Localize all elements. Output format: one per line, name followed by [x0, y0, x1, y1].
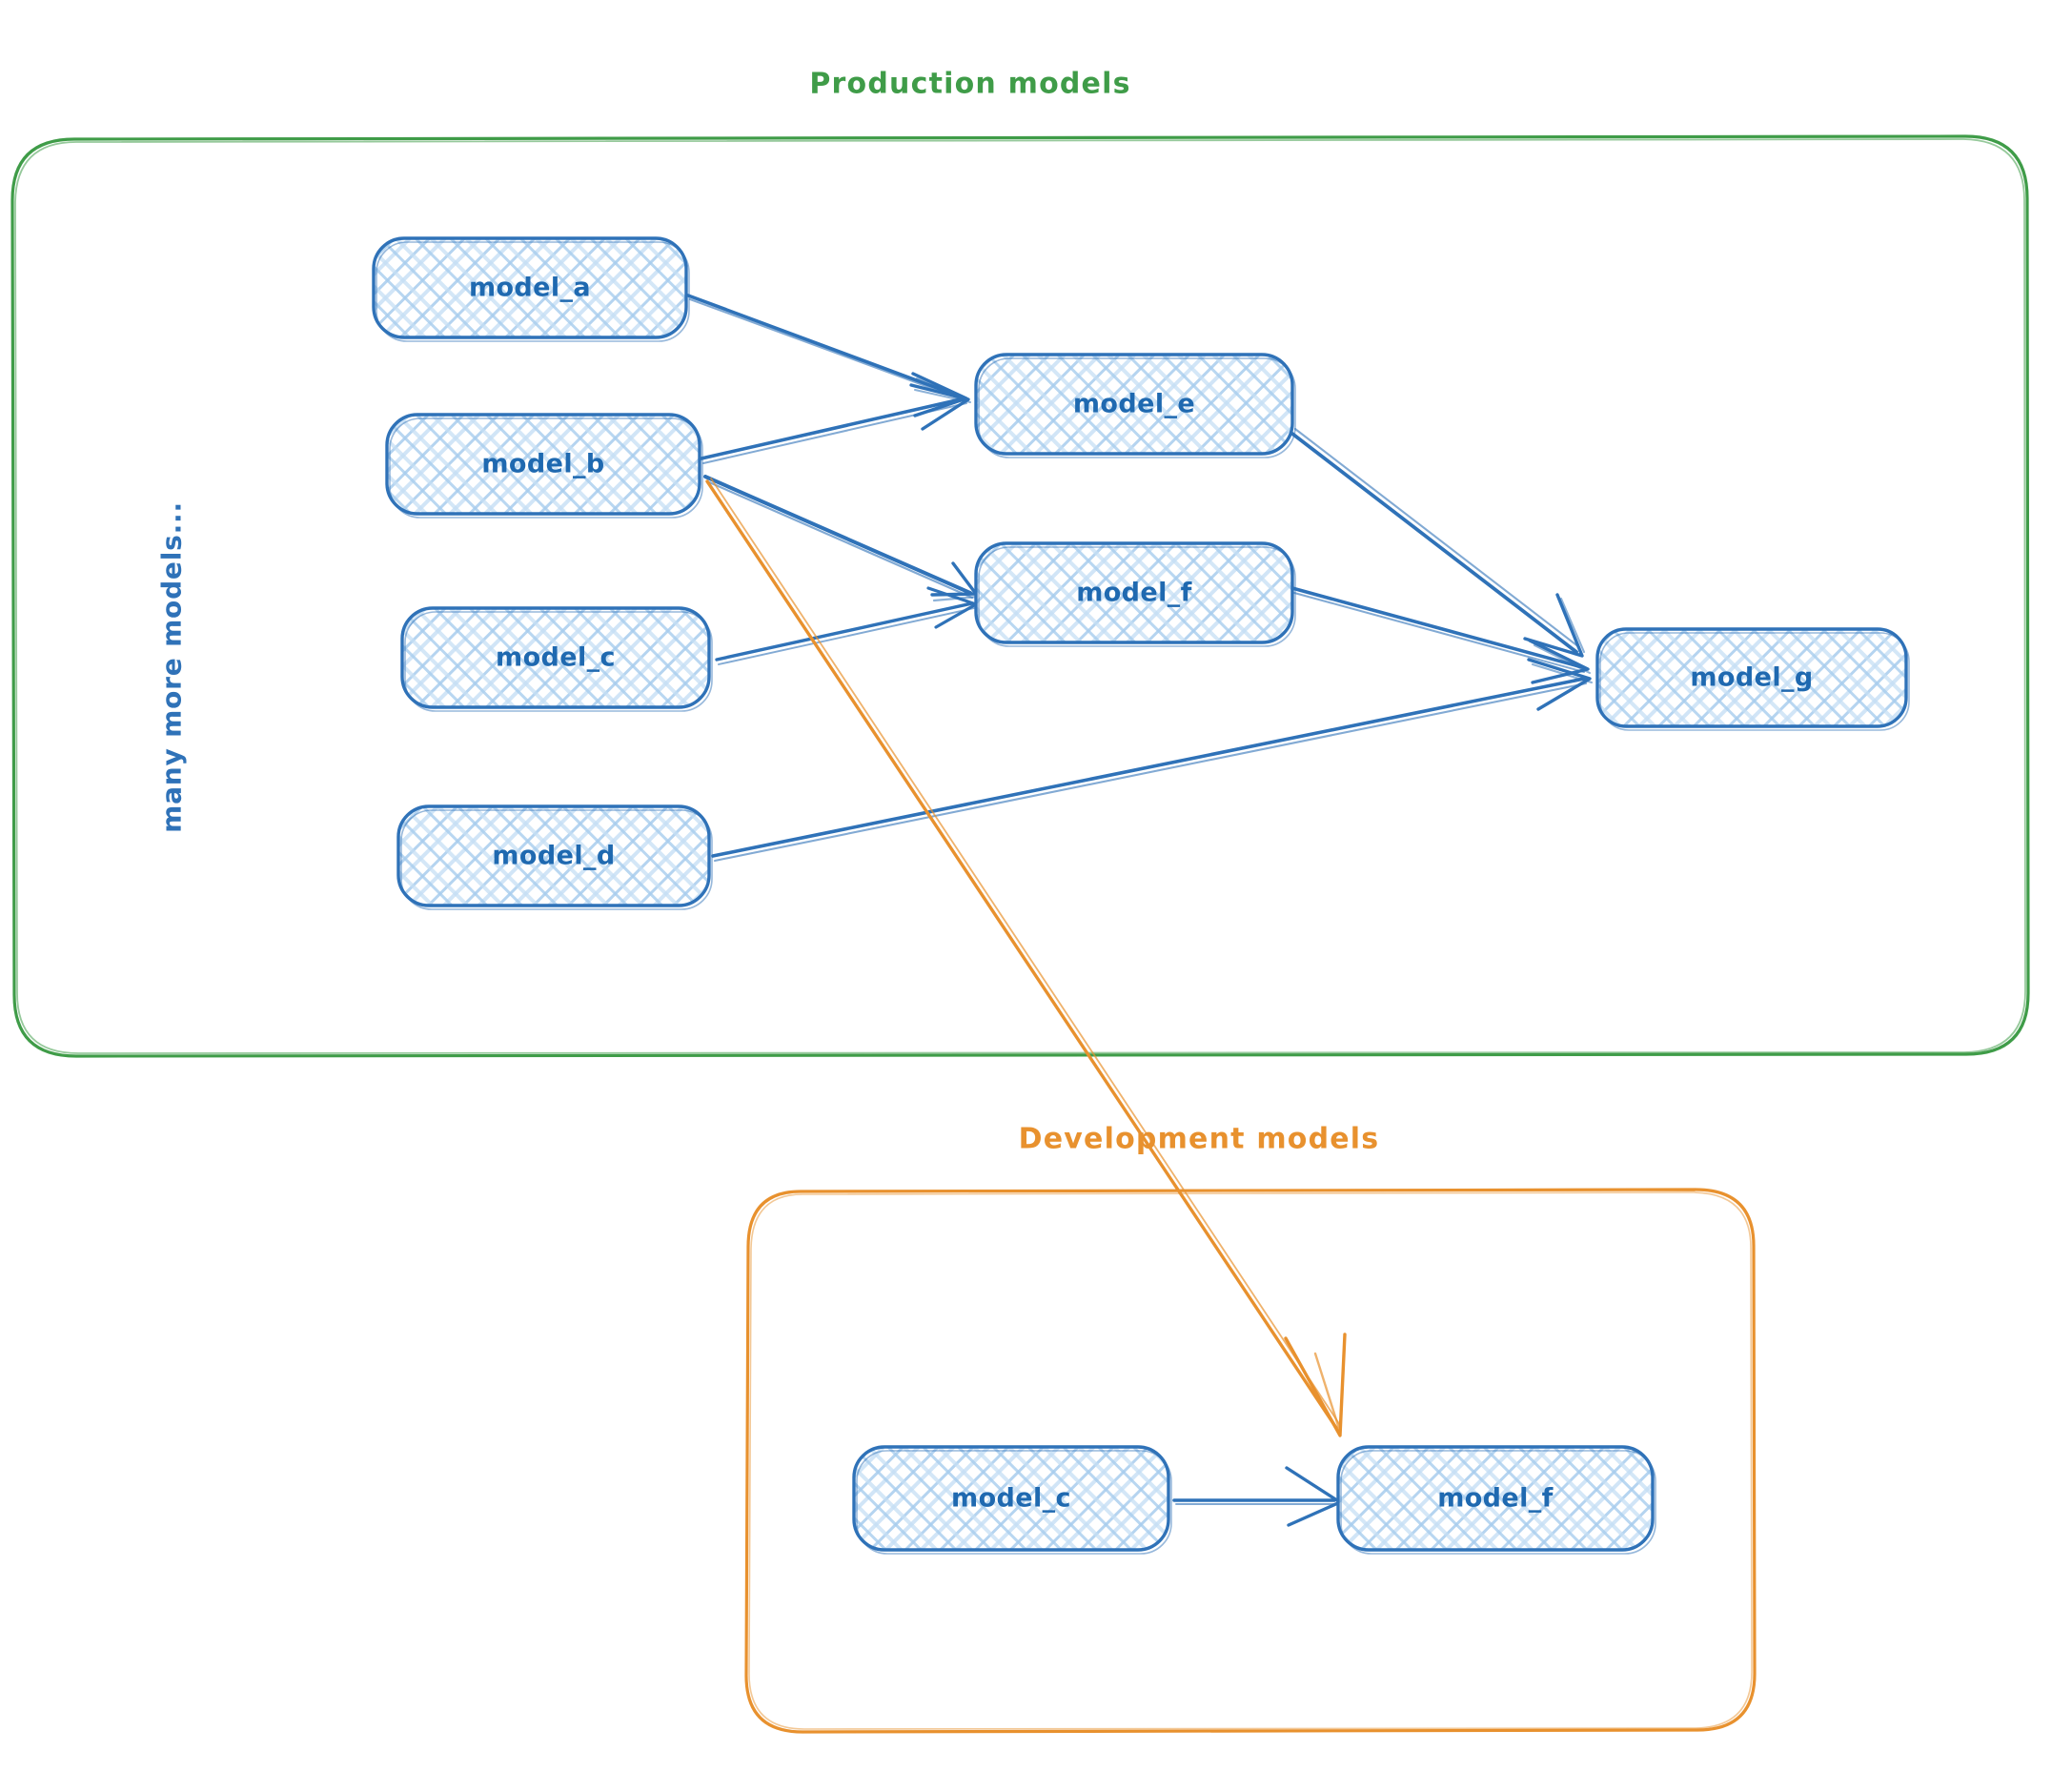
node-prod-model-e[interactable]	[974, 353, 1296, 458]
node-prod-model-d[interactable]	[396, 804, 713, 910]
node-dev-model-f[interactable]	[1336, 1445, 1656, 1555]
edge-model-e-to-model-g	[1290, 427, 1586, 658]
edge-dev-model-c-to-dev-model-f	[1172, 1466, 1342, 1527]
node-prod-model-a[interactable]	[372, 236, 690, 342]
edge-prod-model-b-to-dev-model-f	[705, 478, 1347, 1437]
development-group-title: Development models	[1018, 1122, 1380, 1156]
edge-model-d-to-model-g	[711, 658, 1594, 863]
node-prod-model-c[interactable]	[400, 606, 713, 712]
edge-model-f-to-model-g	[1290, 586, 1591, 684]
production-group-title: Production models	[809, 67, 1131, 101]
production-group-border	[10, 134, 2030, 1058]
node-prod-model-f[interactable]	[974, 541, 1296, 647]
edge-model-a-to-model-e	[686, 294, 969, 417]
development-group-border	[744, 1188, 1757, 1734]
many-more-models-note: many more models...	[155, 501, 188, 833]
edge-model-b-to-model-e	[700, 383, 971, 464]
node-prod-model-g[interactable]	[1595, 627, 1910, 731]
node-dev-model-c[interactable]	[852, 1445, 1172, 1555]
node-prod-model-b[interactable]	[385, 413, 703, 519]
